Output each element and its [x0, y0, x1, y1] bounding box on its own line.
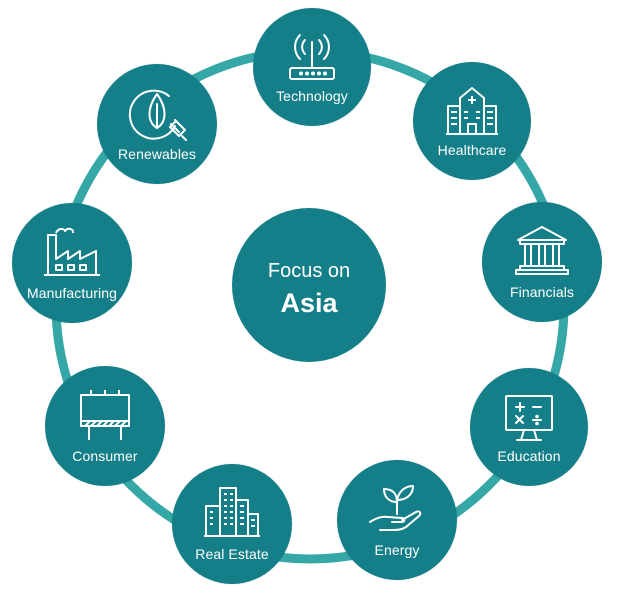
center-title: Focus on: [267, 260, 351, 282]
bank-icon: [515, 226, 569, 275]
sector-label: Technology: [276, 88, 348, 104]
sector-renewables: Renewables: [97, 64, 217, 184]
hospital-icon: [446, 87, 498, 135]
sector-healthcare: Healthcare: [413, 62, 531, 180]
math-board-icon: [505, 395, 553, 441]
center-circle: Focus on Asia: [232, 208, 386, 362]
sector-label: Real Estate: [195, 546, 269, 562]
sector-label: Manufacturing: [26, 285, 118, 301]
factory-icon: [44, 227, 100, 276]
sector-manufacturing: Manufacturing: [12, 203, 132, 323]
sector-financials: Financials: [482, 202, 602, 322]
plant-hand-icon: [369, 485, 422, 531]
sector-label: Healthcare: [437, 142, 507, 158]
sector-energy: Energy: [337, 460, 457, 580]
buildings-icon: [204, 487, 260, 537]
sector-technology: Technology: [253, 8, 371, 126]
router-icon: [289, 34, 335, 80]
leaf-plug-icon: [128, 89, 187, 141]
sector-label: Education: [497, 448, 561, 464]
sector-label: Renewables: [117, 146, 197, 162]
sector-label: Financials: [509, 284, 575, 300]
billboard-icon: [80, 390, 130, 440]
center-region: Asia: [280, 288, 338, 318]
sector-consumer: Consumer: [45, 366, 165, 486]
sector-real-estate: Real Estate: [172, 464, 292, 584]
sector-label: Energy: [374, 542, 420, 558]
sector-label: Consumer: [72, 448, 138, 464]
sector-education: Education: [470, 368, 588, 486]
